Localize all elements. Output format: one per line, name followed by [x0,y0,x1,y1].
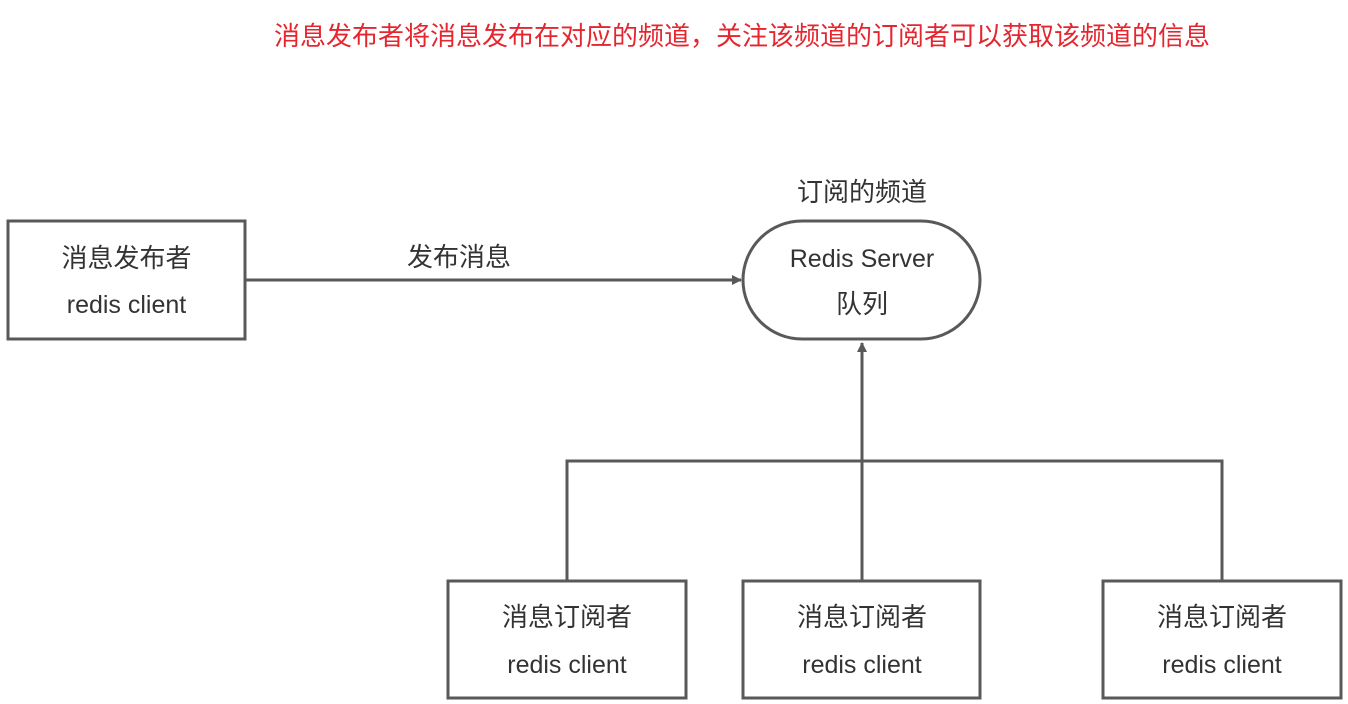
publish-arrow-label: 发布消息 [407,243,511,273]
subscription-connectors [565,342,1224,580]
server-caption: 订阅的频道 [797,178,927,208]
subscriber-box [741,579,982,700]
subscriber-node-3: 消息订阅者 redis client [1101,579,1343,700]
subscriber-box [1101,579,1343,700]
subscriber-client-label: redis client [802,651,922,679]
publisher-client-label: redis client [67,291,187,319]
header-text: 消息发布者将消息发布在对应的频道，关注该频道的订阅者可以获取该频道的信息 [274,22,1210,52]
server-node: Redis Server 队列 [741,219,982,341]
subscriber-role-label: 消息订阅者 [797,603,927,633]
server-queue-label: 队列 [836,290,888,320]
subscriber-3-connector [862,459,1224,580]
subscriber-1-connector [565,459,862,580]
subscriber-role-label: 消息订阅者 [502,603,632,633]
subscriber-client-label: redis client [507,651,627,679]
subscriber-box [446,579,688,700]
server-box [741,219,982,341]
publisher-node: 消息发布者 redis client [6,219,247,341]
subscriber-role-label: 消息订阅者 [1157,603,1287,633]
subscriber-client-label: redis client [1162,651,1282,679]
subscriber-node-2: 消息订阅者 redis client [741,579,982,700]
server-name-label: Redis Server [790,245,935,273]
subscriber-node-1: 消息订阅者 redis client [446,579,688,700]
publisher-box [6,219,247,341]
publisher-role-label: 消息发布者 [61,244,191,274]
